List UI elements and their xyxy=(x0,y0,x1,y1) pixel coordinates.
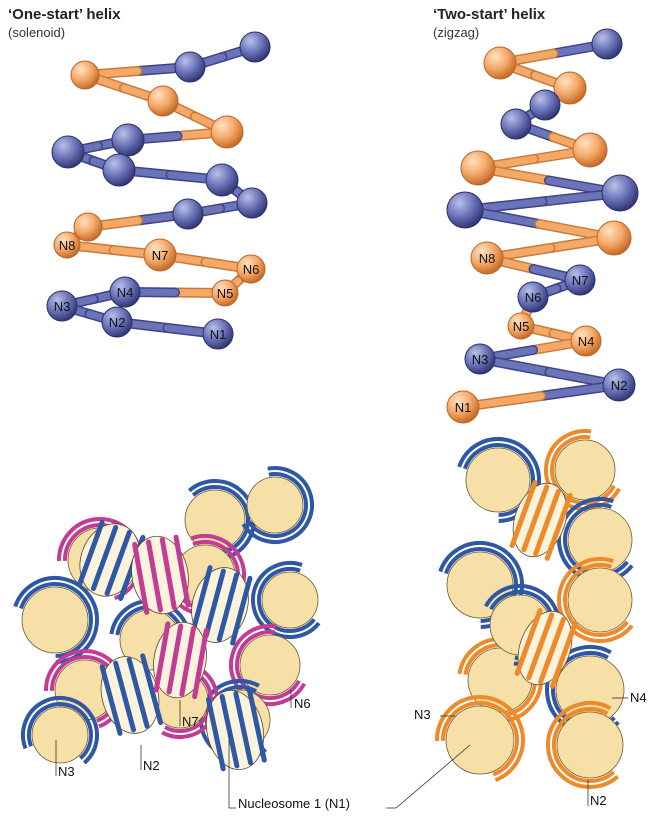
nucleosome-1-label-text: Nucleosome 1 (N1) xyxy=(238,796,350,811)
solenoid-node xyxy=(52,136,84,168)
zigzag-node xyxy=(501,109,531,139)
zigzag-node xyxy=(597,221,631,255)
solenoid-node xyxy=(211,116,243,148)
zigzag-node: N7 xyxy=(565,265,595,295)
solenoid-node: N2 xyxy=(102,307,132,337)
nucleosome xyxy=(437,697,523,780)
zigzag-fiber xyxy=(437,431,632,787)
solenoid-node-label: N4 xyxy=(117,285,134,300)
solenoid-node xyxy=(240,32,270,62)
solenoid-fiber xyxy=(15,468,319,775)
solenoid-node: N6 xyxy=(237,255,265,283)
zigzag-node: N3 xyxy=(465,344,495,374)
fiber-label-n2-text: N2 xyxy=(143,758,160,773)
fiber-label-n2: N2 xyxy=(141,745,160,773)
solenoid-node: N5 xyxy=(212,280,238,306)
zigzag-node: N5 xyxy=(508,313,534,339)
solenoid-node xyxy=(237,188,267,218)
solenoid-node: N1 xyxy=(203,319,233,349)
solenoid-node xyxy=(148,86,178,116)
solenoid-node: N3 xyxy=(47,291,77,321)
zigzag-node xyxy=(530,90,560,120)
solenoid-node: N8 xyxy=(54,232,80,258)
zigzag-node-label: N5 xyxy=(513,319,530,334)
solenoid-node-label: N7 xyxy=(152,248,169,263)
fiber-label-right-n3-text: N3 xyxy=(414,707,431,722)
zigzag-node: N1 xyxy=(447,391,479,423)
fiber-layer xyxy=(15,431,632,787)
solenoid-node xyxy=(206,164,238,196)
solenoid-node-label: N5 xyxy=(217,286,234,301)
solenoid-node-label: N2 xyxy=(109,315,126,330)
zigzag-node: N4 xyxy=(571,326,601,356)
zigzag-node xyxy=(592,29,622,59)
nucleosome xyxy=(23,698,97,763)
zigzag-node-label: N7 xyxy=(572,273,589,288)
zigzag-node-label: N2 xyxy=(611,378,628,393)
fiber-label-n6-text: N6 xyxy=(294,696,311,711)
solenoid-node xyxy=(173,199,203,229)
zigzag-node: N2 xyxy=(603,369,635,401)
solenoid-node xyxy=(74,213,102,241)
zigzag-node-label: N6 xyxy=(525,290,542,305)
fiber-label-n3-text: N3 xyxy=(58,764,75,779)
solenoid-node xyxy=(71,61,99,89)
zigzag-node-label: N8 xyxy=(479,251,496,266)
solenoid-node-label: N6 xyxy=(243,262,260,277)
fiber-label-right-n2-text: N2 xyxy=(590,793,607,808)
zigzag-node: N6 xyxy=(518,282,548,312)
solenoid-node xyxy=(112,124,144,156)
fiber-label-n6: N6 xyxy=(291,690,311,711)
zigzag-node xyxy=(461,151,495,185)
solenoid-node-label: N3 xyxy=(54,299,71,314)
zigzag-node xyxy=(602,175,638,211)
nucleosome-1-label: Nucleosome 1 (N1) xyxy=(229,735,470,811)
fiber-label-n7-text: N7 xyxy=(182,714,199,729)
zigzag-node-label: N3 xyxy=(472,352,489,367)
solenoid-node xyxy=(103,154,135,186)
fiber-label-right-n4-text: N4 xyxy=(630,690,647,705)
zigzag-node xyxy=(573,133,607,167)
zigzag-node xyxy=(447,192,483,228)
solenoid-node: N7 xyxy=(144,239,176,271)
solenoid-node-label: N1 xyxy=(210,327,227,342)
solenoid-node-label: N8 xyxy=(59,238,76,253)
zigzag-node-label: N1 xyxy=(455,400,472,415)
zigzag-node xyxy=(484,47,516,79)
solenoid-node: N4 xyxy=(110,277,140,307)
zigzag-node: N8 xyxy=(471,242,503,274)
zigzag-node-label: N4 xyxy=(578,334,595,349)
solenoid-node xyxy=(175,52,205,82)
